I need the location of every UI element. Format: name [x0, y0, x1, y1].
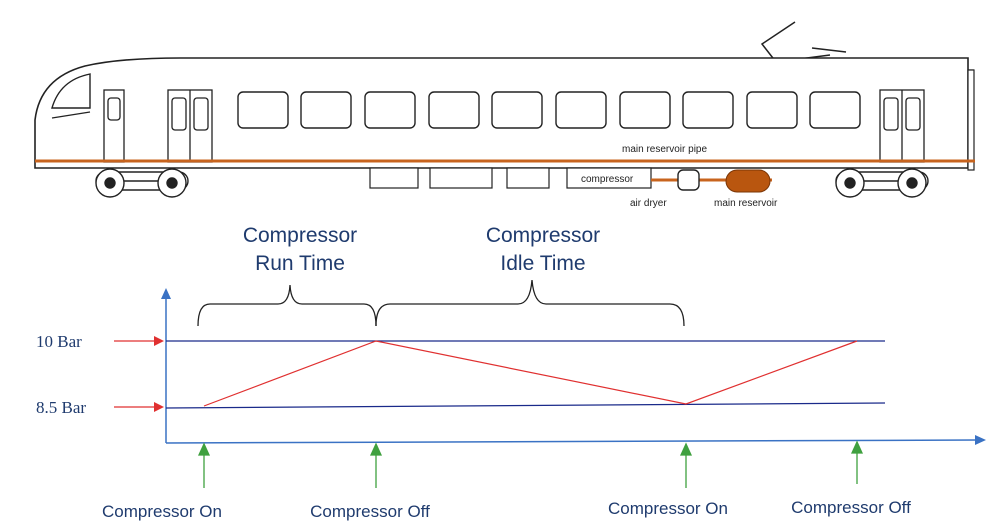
- event-arrows: [197, 440, 864, 488]
- level-line-8-5-bar: [165, 402, 886, 409]
- window: [364, 91, 416, 129]
- air-dryer: [677, 169, 700, 191]
- cab-windscreen: [51, 73, 91, 109]
- rear-bogie: [835, 168, 929, 198]
- pressure-trace: [203, 340, 858, 407]
- window: [428, 91, 480, 129]
- label-10-bar: 10 Bar: [36, 332, 82, 351]
- label-8-5-bar: 8.5 Bar: [36, 398, 86, 417]
- idle-time-label-line2: Idle Time: [500, 252, 585, 275]
- event-arrowhead: [197, 442, 211, 456]
- run-time-label-line1: Compressor: [243, 224, 357, 247]
- pressure-graph: 10 Bar 8.5 Bar Compressor On Compressor …: [36, 288, 986, 521]
- marker-arrowhead-10-bar: [154, 336, 164, 346]
- y-axis-arrowhead: [161, 288, 171, 299]
- event-arrowhead: [369, 442, 383, 456]
- body-end-cap: [967, 69, 975, 171]
- underframe-equipment: [369, 167, 550, 189]
- x-axis: [165, 439, 979, 444]
- front-bogie: [95, 168, 189, 198]
- window: [619, 91, 671, 129]
- compressor-box: [566, 167, 652, 189]
- door-middle: [167, 89, 213, 163]
- cab-trim: [51, 111, 91, 119]
- event-label-compressor-off-1: Compressor Off: [310, 502, 430, 521]
- window: [809, 91, 861, 129]
- event-label-compressor-off-2: Compressor Off: [791, 498, 911, 517]
- window: [237, 91, 289, 129]
- label-compressor: compressor: [581, 174, 634, 185]
- window: [555, 91, 607, 129]
- window: [491, 91, 543, 129]
- label-main-reservoir-pipe: main reservoir pipe: [622, 144, 707, 155]
- train-illustration: main reservoir pipe compressor air dryer…: [34, 21, 975, 209]
- period-labels: Compressor Run Time Compressor Idle Time: [197, 224, 685, 327]
- x-axis-arrowhead: [975, 435, 986, 445]
- main-reservoir-tank: [725, 169, 771, 193]
- idle-time-brace: [375, 279, 685, 327]
- label-main-reservoir: main reservoir: [714, 198, 778, 209]
- run-time-brace: [197, 284, 377, 327]
- run-time-label-line2: Run Time: [255, 252, 345, 275]
- idle-time-label-line1: Compressor: [486, 224, 600, 247]
- passenger-windows: [237, 91, 861, 129]
- event-label-compressor-on-2: Compressor On: [608, 499, 728, 518]
- window: [682, 91, 734, 129]
- door-rear: [879, 89, 925, 163]
- event-arrowhead: [679, 442, 693, 456]
- event-label-compressor-on-1: Compressor On: [102, 502, 222, 521]
- door-front: [103, 89, 125, 163]
- marker-arrowhead-8-5-bar: [154, 402, 164, 412]
- label-air-dryer: air dryer: [630, 198, 667, 209]
- window: [300, 91, 352, 129]
- window: [746, 91, 798, 129]
- event-arrowhead: [850, 440, 864, 454]
